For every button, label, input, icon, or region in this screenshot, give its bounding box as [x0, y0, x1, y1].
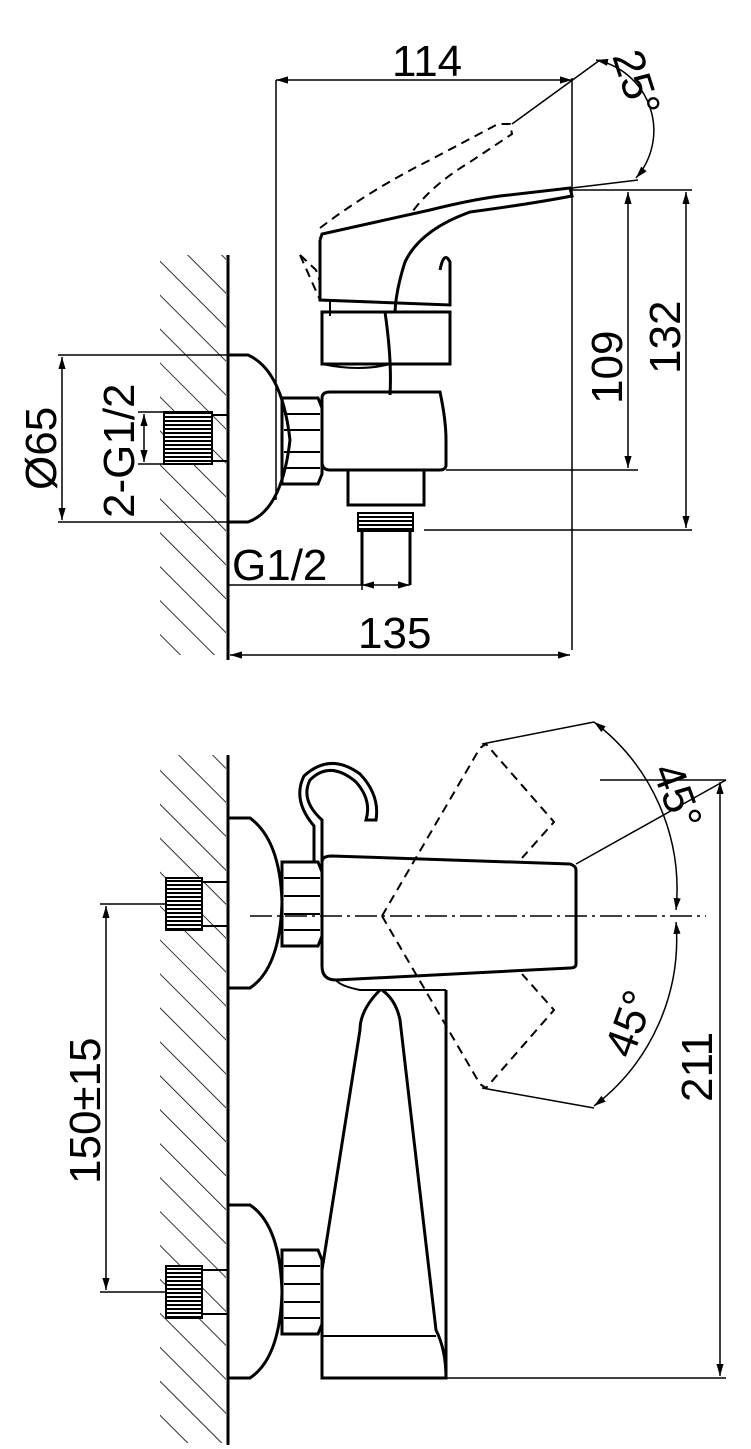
mixer-body-side: [320, 390, 448, 472]
lever-front: [320, 854, 578, 982]
inlet-thread-lower: [165, 1265, 203, 1319]
outlet-spout: [346, 470, 426, 507]
front-view: 45° 45° 211 150±15: [61, 721, 727, 1445]
wall-hatch-bottom: [160, 755, 226, 1443]
body-front: [320, 988, 448, 1380]
lever-rotated-down: [381, 915, 556, 1090]
lever-rotated-up: [381, 742, 556, 917]
dim-25deg: 25°: [602, 44, 669, 122]
dim-2-g12: 2-G1/2: [95, 383, 144, 518]
side-view: 114 25° 109 132 Ø65 2-G1/2 G1/2 135: [17, 37, 692, 660]
hex-nut-lower: [280, 1248, 324, 1336]
dim-45deg-down: 45°: [595, 984, 664, 1063]
flange-upper: [228, 816, 284, 990]
outlet-adapter: [357, 512, 414, 532]
dim-109: 109: [583, 331, 632, 404]
shower-hook: [298, 762, 379, 862]
dim-211: 211: [673, 1032, 722, 1102]
dim-114: 114: [392, 37, 462, 86]
hex-nut-upper: [280, 860, 324, 948]
dim-diameter-65: Ø65: [17, 407, 66, 490]
hex-nut-top: [280, 396, 324, 486]
dim-g12: G1/2: [232, 541, 327, 590]
dim-45deg-up: 45°: [643, 757, 712, 836]
flange-side: [228, 353, 292, 524]
flange-lower: [228, 1203, 284, 1380]
dim-135: 135: [358, 609, 431, 658]
lever-raised-dashed: [299, 123, 514, 301]
inlet-thread-top: [163, 411, 213, 465]
dim-150-15: 150±15: [61, 1037, 110, 1184]
inlet-thread-upper: [165, 877, 203, 931]
lever-solid: [318, 186, 574, 313]
dim-132: 132: [641, 301, 690, 374]
